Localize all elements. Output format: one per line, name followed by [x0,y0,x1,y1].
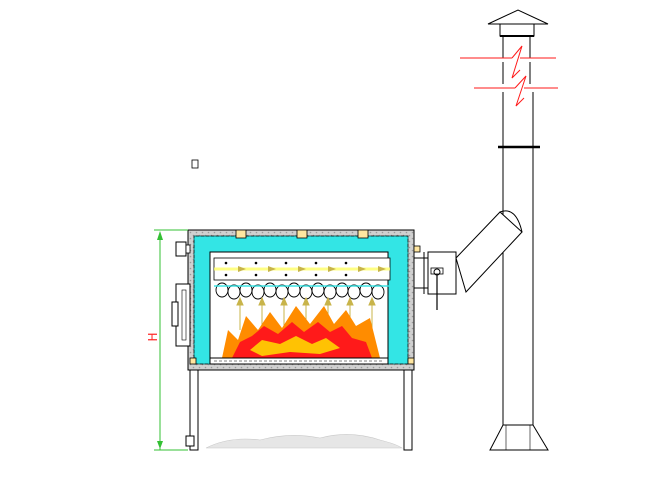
chimney-cap-collar [499,23,535,37]
damper-icon [430,267,444,310]
dimension-label: H [146,332,160,342]
flames [222,306,380,358]
door-handle-icon [175,241,191,257]
front-door [171,283,191,347]
chimney [460,9,558,451]
dimension-h [154,229,188,451]
gas-flow-arrows [238,266,386,272]
chimney-break [460,45,558,107]
boiler-body [171,159,421,451]
ash-pile [205,434,403,449]
chimney-cap-icon [487,9,549,25]
chimney-base [489,424,549,451]
support-legs [185,369,413,451]
